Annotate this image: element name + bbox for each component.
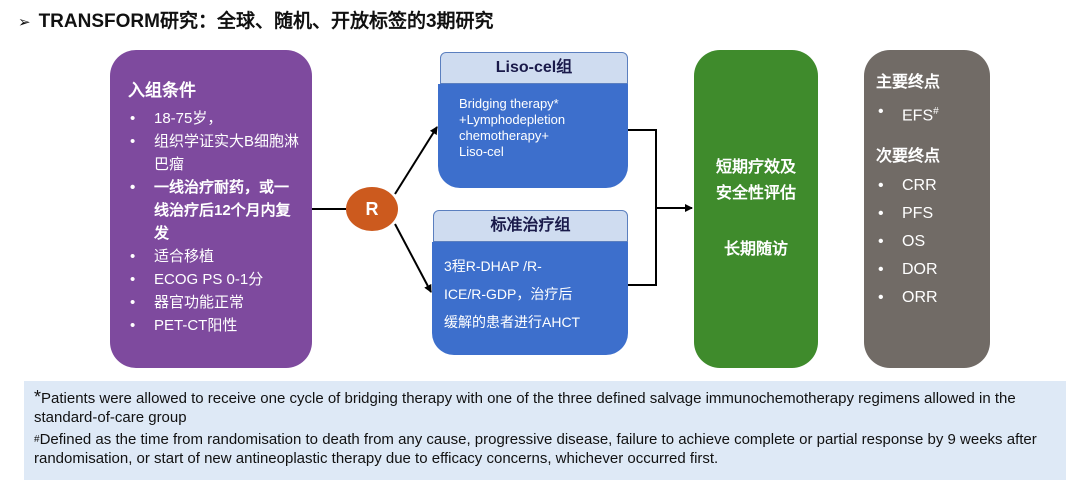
connector-standard-to-eval bbox=[628, 208, 657, 286]
endpoints-box: 主要终点 EFS# 次要终点 CRR PFS OS DOR ORR bbox=[864, 50, 990, 368]
footnote-box: *Patients were allowed to receive one cy… bbox=[24, 381, 1066, 480]
randomization-circle: R bbox=[346, 187, 398, 231]
secondary-endpoint-item: CRR bbox=[876, 172, 980, 200]
inclusion-item: 器官功能正常 bbox=[128, 291, 302, 314]
primary-endpoint-item: EFS# bbox=[876, 98, 980, 130]
inclusion-criteria-box: 入组条件 18-75岁， 组织学证实大B细胞淋巴瘤 一线治疗耐药，或一线治疗后1… bbox=[110, 50, 312, 368]
page-title: ➢ TRANSFORM研究：全球、随机、开放标签的3期研究 bbox=[18, 6, 494, 33]
primary-endpoint-list: EFS# bbox=[876, 98, 980, 130]
inclusion-item: ECOG PS 0-1分 bbox=[128, 268, 302, 291]
primary-endpoint-header: 主要终点 bbox=[876, 74, 941, 91]
inclusion-item: 适合移植 bbox=[128, 245, 302, 268]
inclusion-header: 入组条件 bbox=[128, 81, 196, 100]
standard-arm-title: 标准治疗组 bbox=[433, 210, 628, 242]
standard-arm-line: ICE/R-GDP，治疗后 bbox=[444, 286, 573, 302]
standard-arm-line: 3程R-DHAP /R- bbox=[444, 258, 542, 274]
secondary-endpoint-header: 次要终点 bbox=[876, 148, 941, 166]
connector-liso-to-eval bbox=[628, 129, 657, 208]
secondary-endpoint-item: PFS bbox=[876, 200, 980, 228]
standard-arm-line: 缓解的患者进行AHCT bbox=[444, 314, 581, 330]
arrow-bullet-icon: ➢ bbox=[18, 14, 31, 31]
secondary-endpoint-item: OS bbox=[876, 228, 980, 256]
liso-arm-line: +Lymphodepletion bbox=[459, 112, 566, 127]
secondary-endpoint-item: ORR bbox=[876, 284, 980, 312]
secondary-endpoint-list: CRR PFS OS DOR ORR bbox=[876, 172, 980, 312]
standard-arm-box: 3程R-DHAP /R- ICE/R-GDP，治疗后 缓解的患者进行AHCT bbox=[432, 242, 628, 355]
inclusion-item: 组织学证实大B细胞淋巴瘤 bbox=[128, 130, 302, 176]
inclusion-item: 一线治疗耐药，或一线治疗后12个月内复发 bbox=[128, 176, 302, 245]
inclusion-item: PET-CT阳性 bbox=[128, 314, 302, 337]
arrow-r-to-liso bbox=[394, 126, 438, 195]
arrow-r-to-standard bbox=[394, 223, 432, 293]
evaluation-box: 短期疗效及 安全性评估 长期随访 bbox=[694, 50, 818, 368]
evaluation-line: 短期疗效及 bbox=[715, 159, 796, 176]
title-text: TRANSFORM研究：全球、随机、开放标签的3期研究 bbox=[38, 11, 494, 32]
footnote-bridging: *Patients were allowed to receive one cy… bbox=[34, 387, 1016, 427]
hash-superscript: # bbox=[933, 106, 939, 117]
liso-arm-line: chemotherapy+ bbox=[459, 128, 549, 143]
evaluation-line: 安全性评估 bbox=[715, 185, 796, 202]
liso-arm-line: Liso-cel bbox=[459, 144, 504, 159]
liso-arm-title: Liso-cel组 bbox=[440, 52, 628, 84]
inclusion-item: 18-75岁， bbox=[128, 107, 302, 130]
footnote-efs-definition: #Defined as the time from randomisation … bbox=[34, 431, 1037, 467]
liso-arm-box: Bridging therapy* +Lymphodepletion chemo… bbox=[438, 84, 628, 188]
inclusion-list: 18-75岁， 组织学证实大B细胞淋巴瘤 一线治疗耐药，或一线治疗后12个月内复… bbox=[128, 107, 302, 337]
liso-arm-line: Bridging therapy* bbox=[459, 96, 559, 111]
follow-up-label: 长期随访 bbox=[723, 241, 788, 258]
secondary-endpoint-item: DOR bbox=[876, 256, 980, 284]
